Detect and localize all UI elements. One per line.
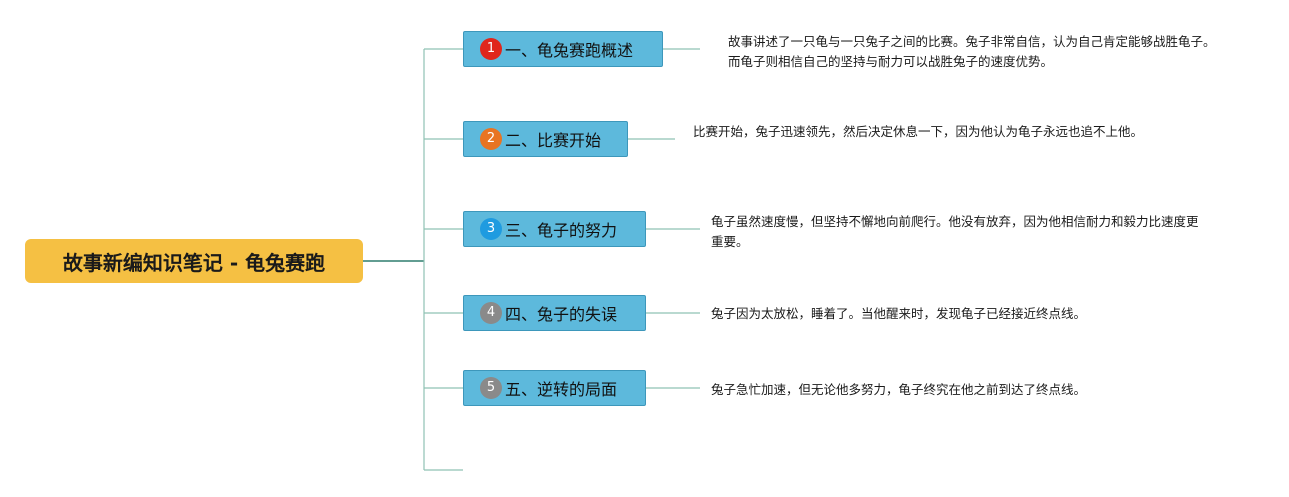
topic-label: 一、龟兔赛跑概述	[505, 41, 634, 60]
number-badge-icon: 1	[480, 38, 502, 60]
topic-reversal[interactable]: 5 五、逆转的局面	[463, 370, 646, 406]
topic-note: 兔子急忙加速，但无论他多努力，龟子终究在他之前到达了终点线。	[711, 382, 1087, 397]
number-badge-icon: 4	[480, 302, 502, 324]
topic-label: 三、龟子的努力	[505, 221, 618, 240]
topic-label: 二、比赛开始	[505, 131, 602, 150]
topic-tortoise-effort[interactable]: 3 三、龟子的努力	[463, 211, 646, 247]
topic-label: 四、兔子的失误	[505, 305, 618, 324]
number-badge-icon: 2	[480, 128, 502, 150]
topic-overview[interactable]: 1 一、龟兔赛跑概述	[463, 31, 663, 67]
topic-race-start[interactable]: 2 二、比赛开始	[463, 121, 628, 157]
root-title: 故事新编知识笔记 - 龟兔赛跑	[62, 250, 326, 275]
topic-note: 故事讲述了一只龟与一只兔子之间的比赛。兔子非常自信，认为自己肯定能够战胜龟子。而…	[728, 34, 1216, 69]
number-badge-icon: 5	[480, 377, 502, 399]
topic-note: 兔子因为太放松，睡着了。当他醒来时，发现龟子已经接近终点线。	[711, 306, 1087, 321]
root-topic[interactable]: 故事新编知识笔记 - 龟兔赛跑	[25, 239, 363, 283]
topic-note: 比赛开始，兔子迅速领先，然后决定休息一下，因为他认为龟子永远也追不上他。	[693, 124, 1144, 139]
topic-rabbit-mistake[interactable]: 4 四、兔子的失误	[463, 295, 646, 331]
number-badge-icon: 3	[480, 218, 502, 240]
topic-note: 龟子虽然速度慢，但坚持不懈地向前爬行。他没有放弃，因为他相信耐力和毅力比速度更重…	[711, 214, 1199, 249]
topic-label: 五、逆转的局面	[505, 380, 618, 399]
